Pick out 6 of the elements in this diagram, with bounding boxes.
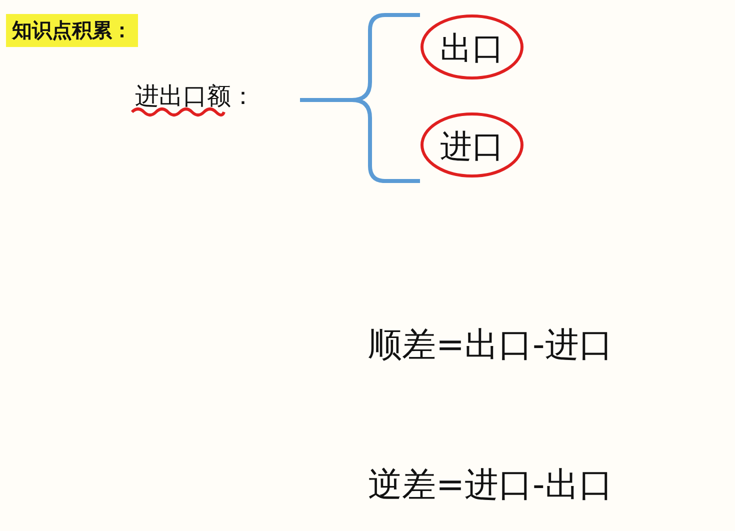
heading: 知识点积累：: [6, 14, 138, 47]
term-label: 进出口额：: [135, 81, 255, 112]
circled-word: 出口: [420, 14, 524, 80]
formula-text: 顺差=出口-进口: [368, 324, 613, 367]
circled-word: 进口: [420, 112, 524, 178]
formula-text: 逆差=进口-出口: [368, 464, 613, 507]
